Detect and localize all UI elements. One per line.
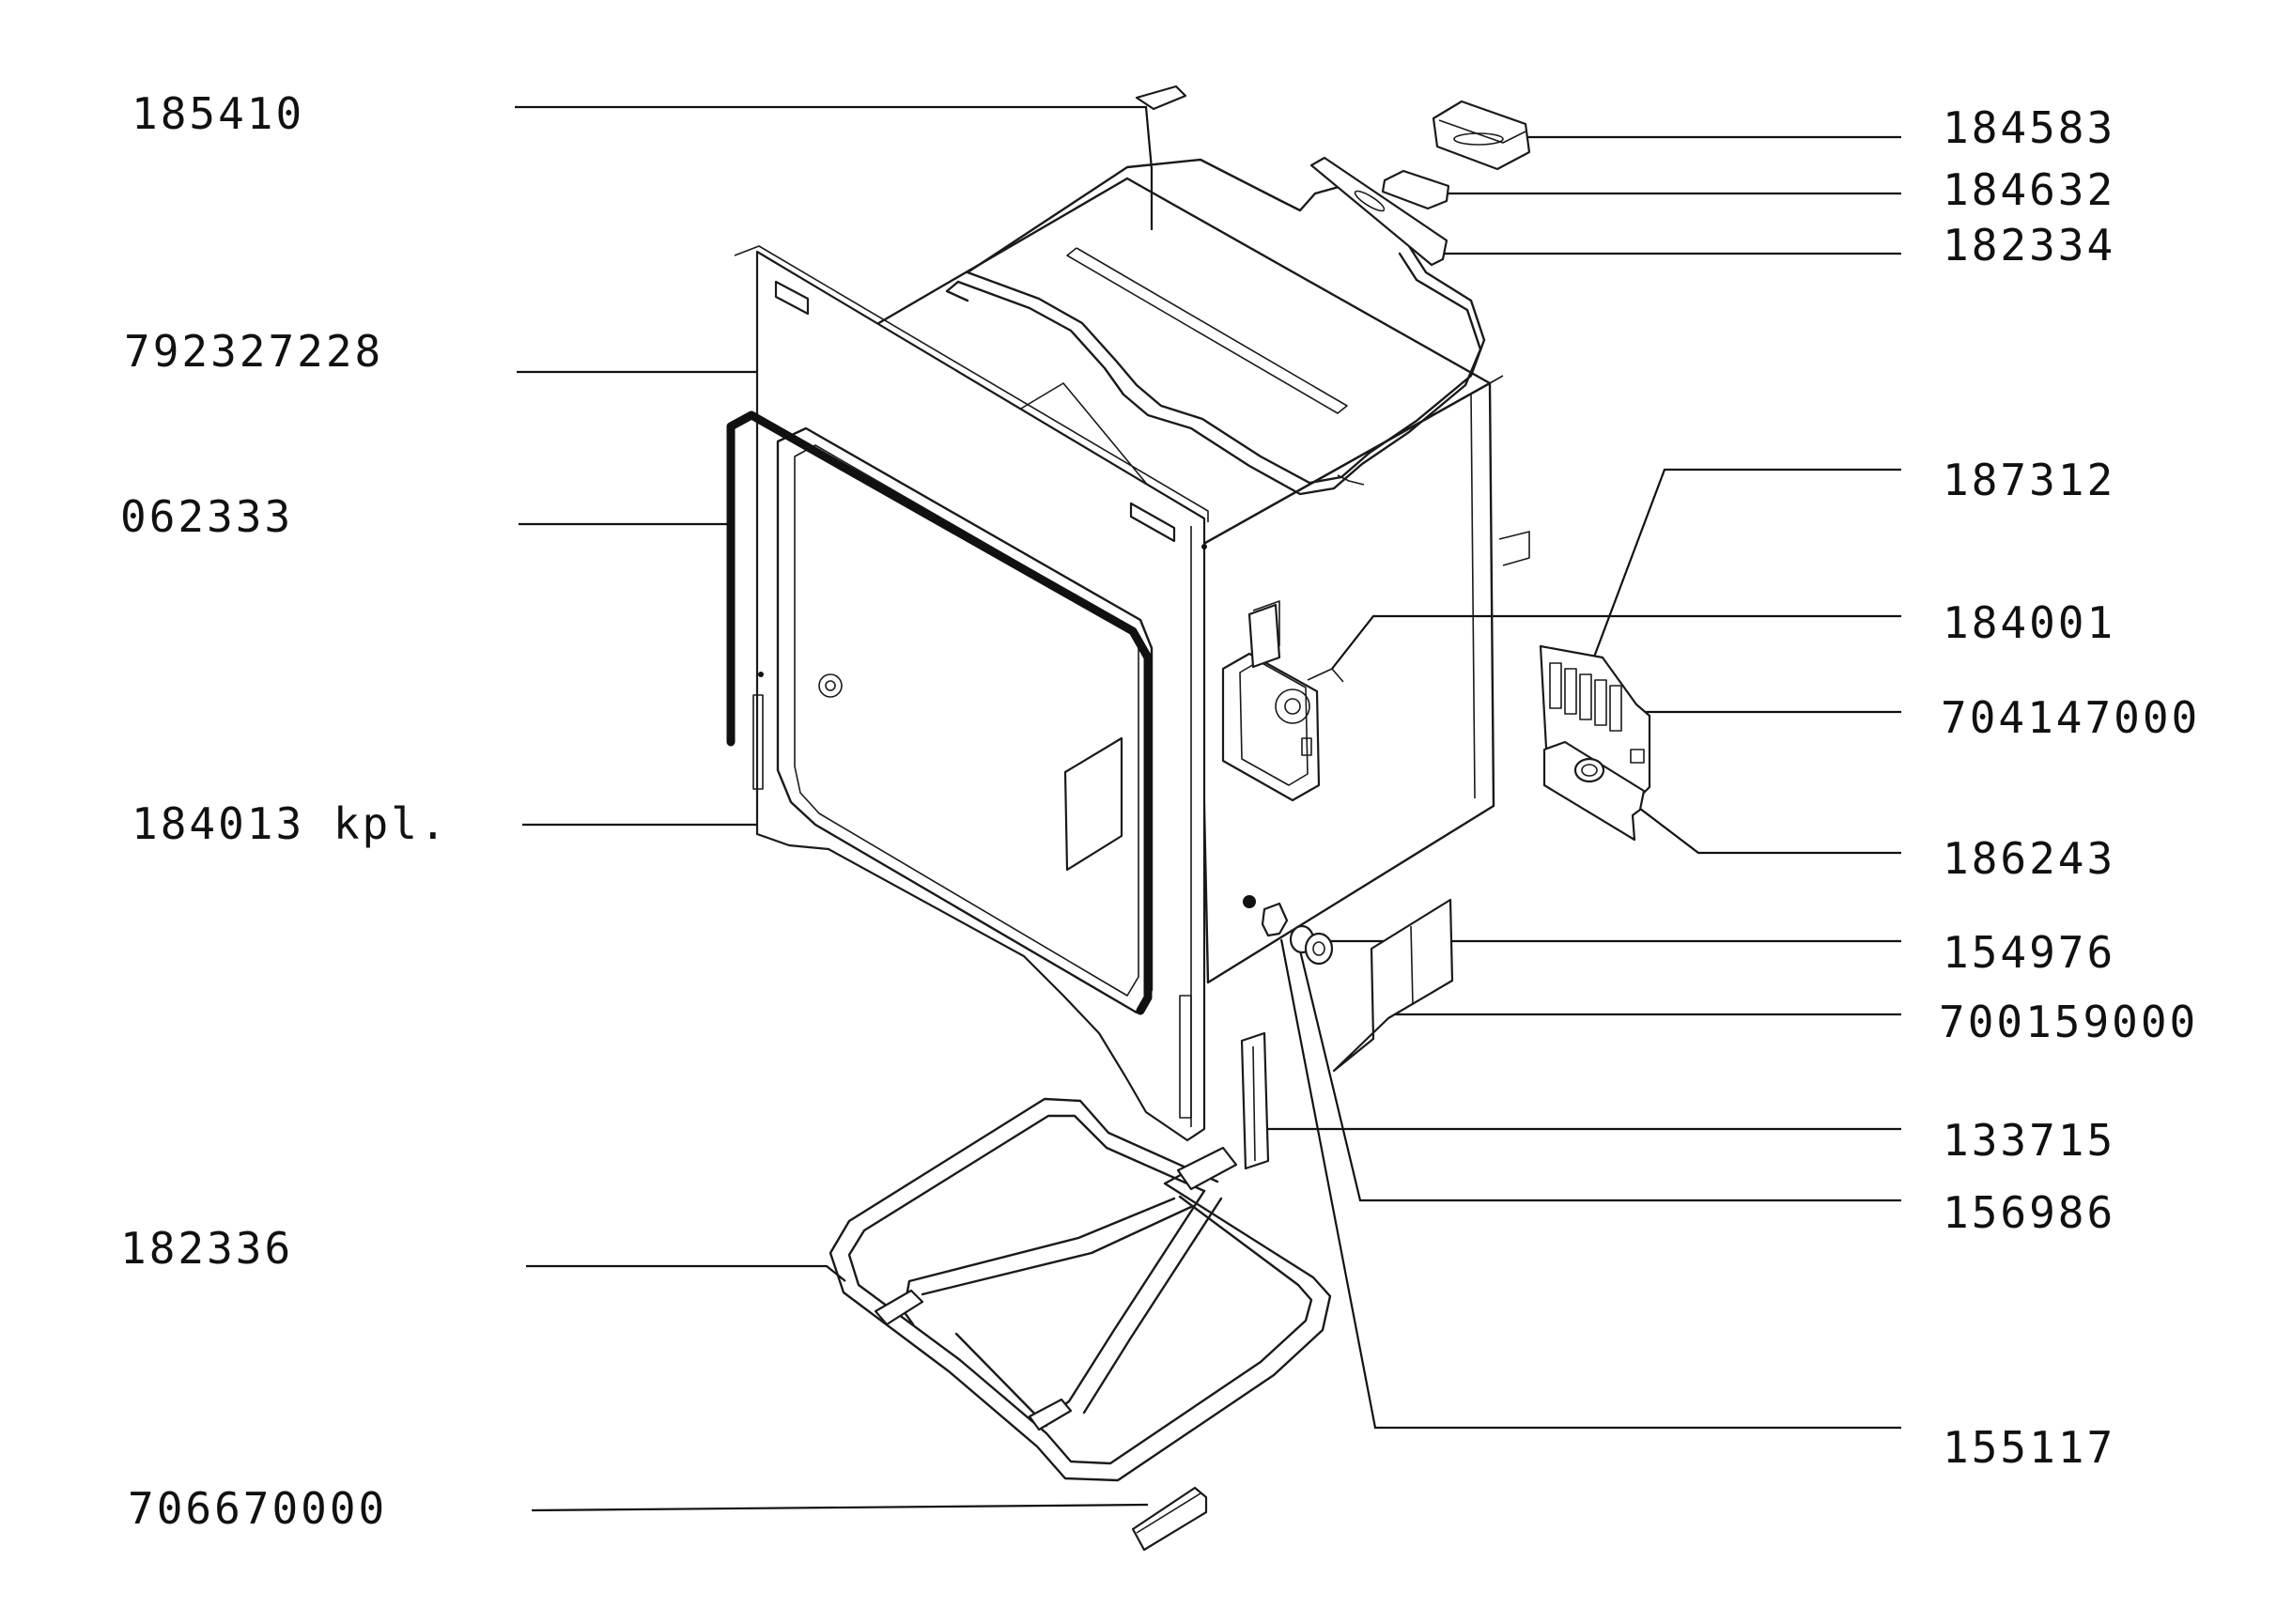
frame-screw — [818, 673, 843, 698]
side-fold — [1470, 392, 1476, 799]
door-seal-gasket — [726, 410, 1153, 1015]
part-number-154976: 154976 — [1943, 927, 2115, 978]
clip-185410 — [1135, 85, 1187, 111]
labels-left: 185410 792327228 062333 184013 kpl. 1823… — [120, 88, 449, 1534]
part-number-792327228: 792327228 — [124, 326, 383, 377]
fuse-186243 — [1573, 757, 1605, 783]
front-frame — [734, 245, 1209, 1142]
part-number-187312: 187312 — [1943, 455, 2115, 505]
part-number-700159000: 700159000 — [1939, 997, 2198, 1047]
bracket-top-right — [1129, 502, 1176, 543]
insulator — [1381, 169, 1450, 210]
element-inner-loop — [847, 1114, 1313, 1465]
leader-182336 — [526, 1264, 846, 1282]
part-number-185410: 185410 — [132, 88, 304, 139]
part-number-184013: 184013 kpl. — [132, 798, 449, 849]
leader-156986 — [1298, 950, 1901, 1202]
front-frame-plate — [755, 250, 1206, 1142]
part-number-184001: 184001 — [1943, 597, 2115, 648]
leader-184001 — [1331, 614, 1901, 670]
thermostat-switch — [1221, 600, 1344, 802]
fuse-bracket — [1542, 740, 1646, 842]
leader-lines — [515, 105, 1901, 1512]
connector-group — [1309, 100, 1531, 267]
bracket-top-left — [774, 280, 810, 316]
switch-housing — [1221, 652, 1321, 802]
part-number-133715: 133715 — [1943, 1115, 2115, 1166]
control-board — [1539, 644, 1651, 842]
clip-706670000 — [1131, 1486, 1208, 1552]
leader-706670000 — [531, 1503, 1149, 1512]
heat-shield — [1332, 898, 1454, 1073]
sensor-133715 — [1240, 1031, 1270, 1170]
leader-155117 — [1279, 938, 1901, 1430]
part-number-182334: 182334 — [1943, 220, 2115, 271]
leader-187312 — [1586, 468, 1901, 675]
part-number-184632: 184632 — [1943, 164, 2115, 215]
element-bracket-left — [874, 1289, 924, 1326]
top-heating-element — [945, 158, 1486, 496]
switch-knob — [1275, 688, 1310, 724]
element-arm-left — [902, 1197, 1176, 1326]
frame-top-flange — [734, 245, 1209, 522]
part-number-706670000: 706670000 — [128, 1483, 387, 1534]
labels-right: 184583 184632 182334 187312 184001 70414… — [1939, 102, 2200, 1473]
fastener-155117 — [1261, 902, 1289, 937]
part-number-186243: 186243 — [1943, 833, 2115, 884]
door-seal — [726, 410, 1153, 1015]
heating-element-lower-rail — [956, 252, 1482, 496]
nut-154976 — [1304, 932, 1334, 966]
bottom-heating-element — [829, 1097, 1332, 1482]
element-terminal-bracket — [1176, 1146, 1238, 1191]
board-connector-187312 — [1549, 662, 1622, 732]
part-number-704147000: 704147000 — [1941, 692, 2200, 743]
rating-plate — [1063, 736, 1123, 872]
element-arm-diag — [1046, 1189, 1206, 1418]
part-number-184583: 184583 — [1943, 102, 2115, 153]
part-number-155117: 155117 — [1943, 1422, 2115, 1473]
leader-185410 — [515, 105, 1154, 230]
element-outer-loop — [829, 1097, 1332, 1482]
part-number-182336: 182336 — [120, 1223, 293, 1274]
element-bracket-right — [1028, 1398, 1073, 1431]
heating-element-back-rail — [966, 158, 1351, 274]
part-number-156986: 156986 — [1943, 1187, 2115, 1238]
mounting-plate — [1309, 156, 1448, 267]
side-tab — [1498, 531, 1530, 566]
heating-element-upper-rail — [966, 244, 1486, 485]
fastener-group — [1261, 902, 1334, 966]
top-rib — [1066, 247, 1348, 414]
part-number-062333: 062333 — [120, 491, 293, 542]
